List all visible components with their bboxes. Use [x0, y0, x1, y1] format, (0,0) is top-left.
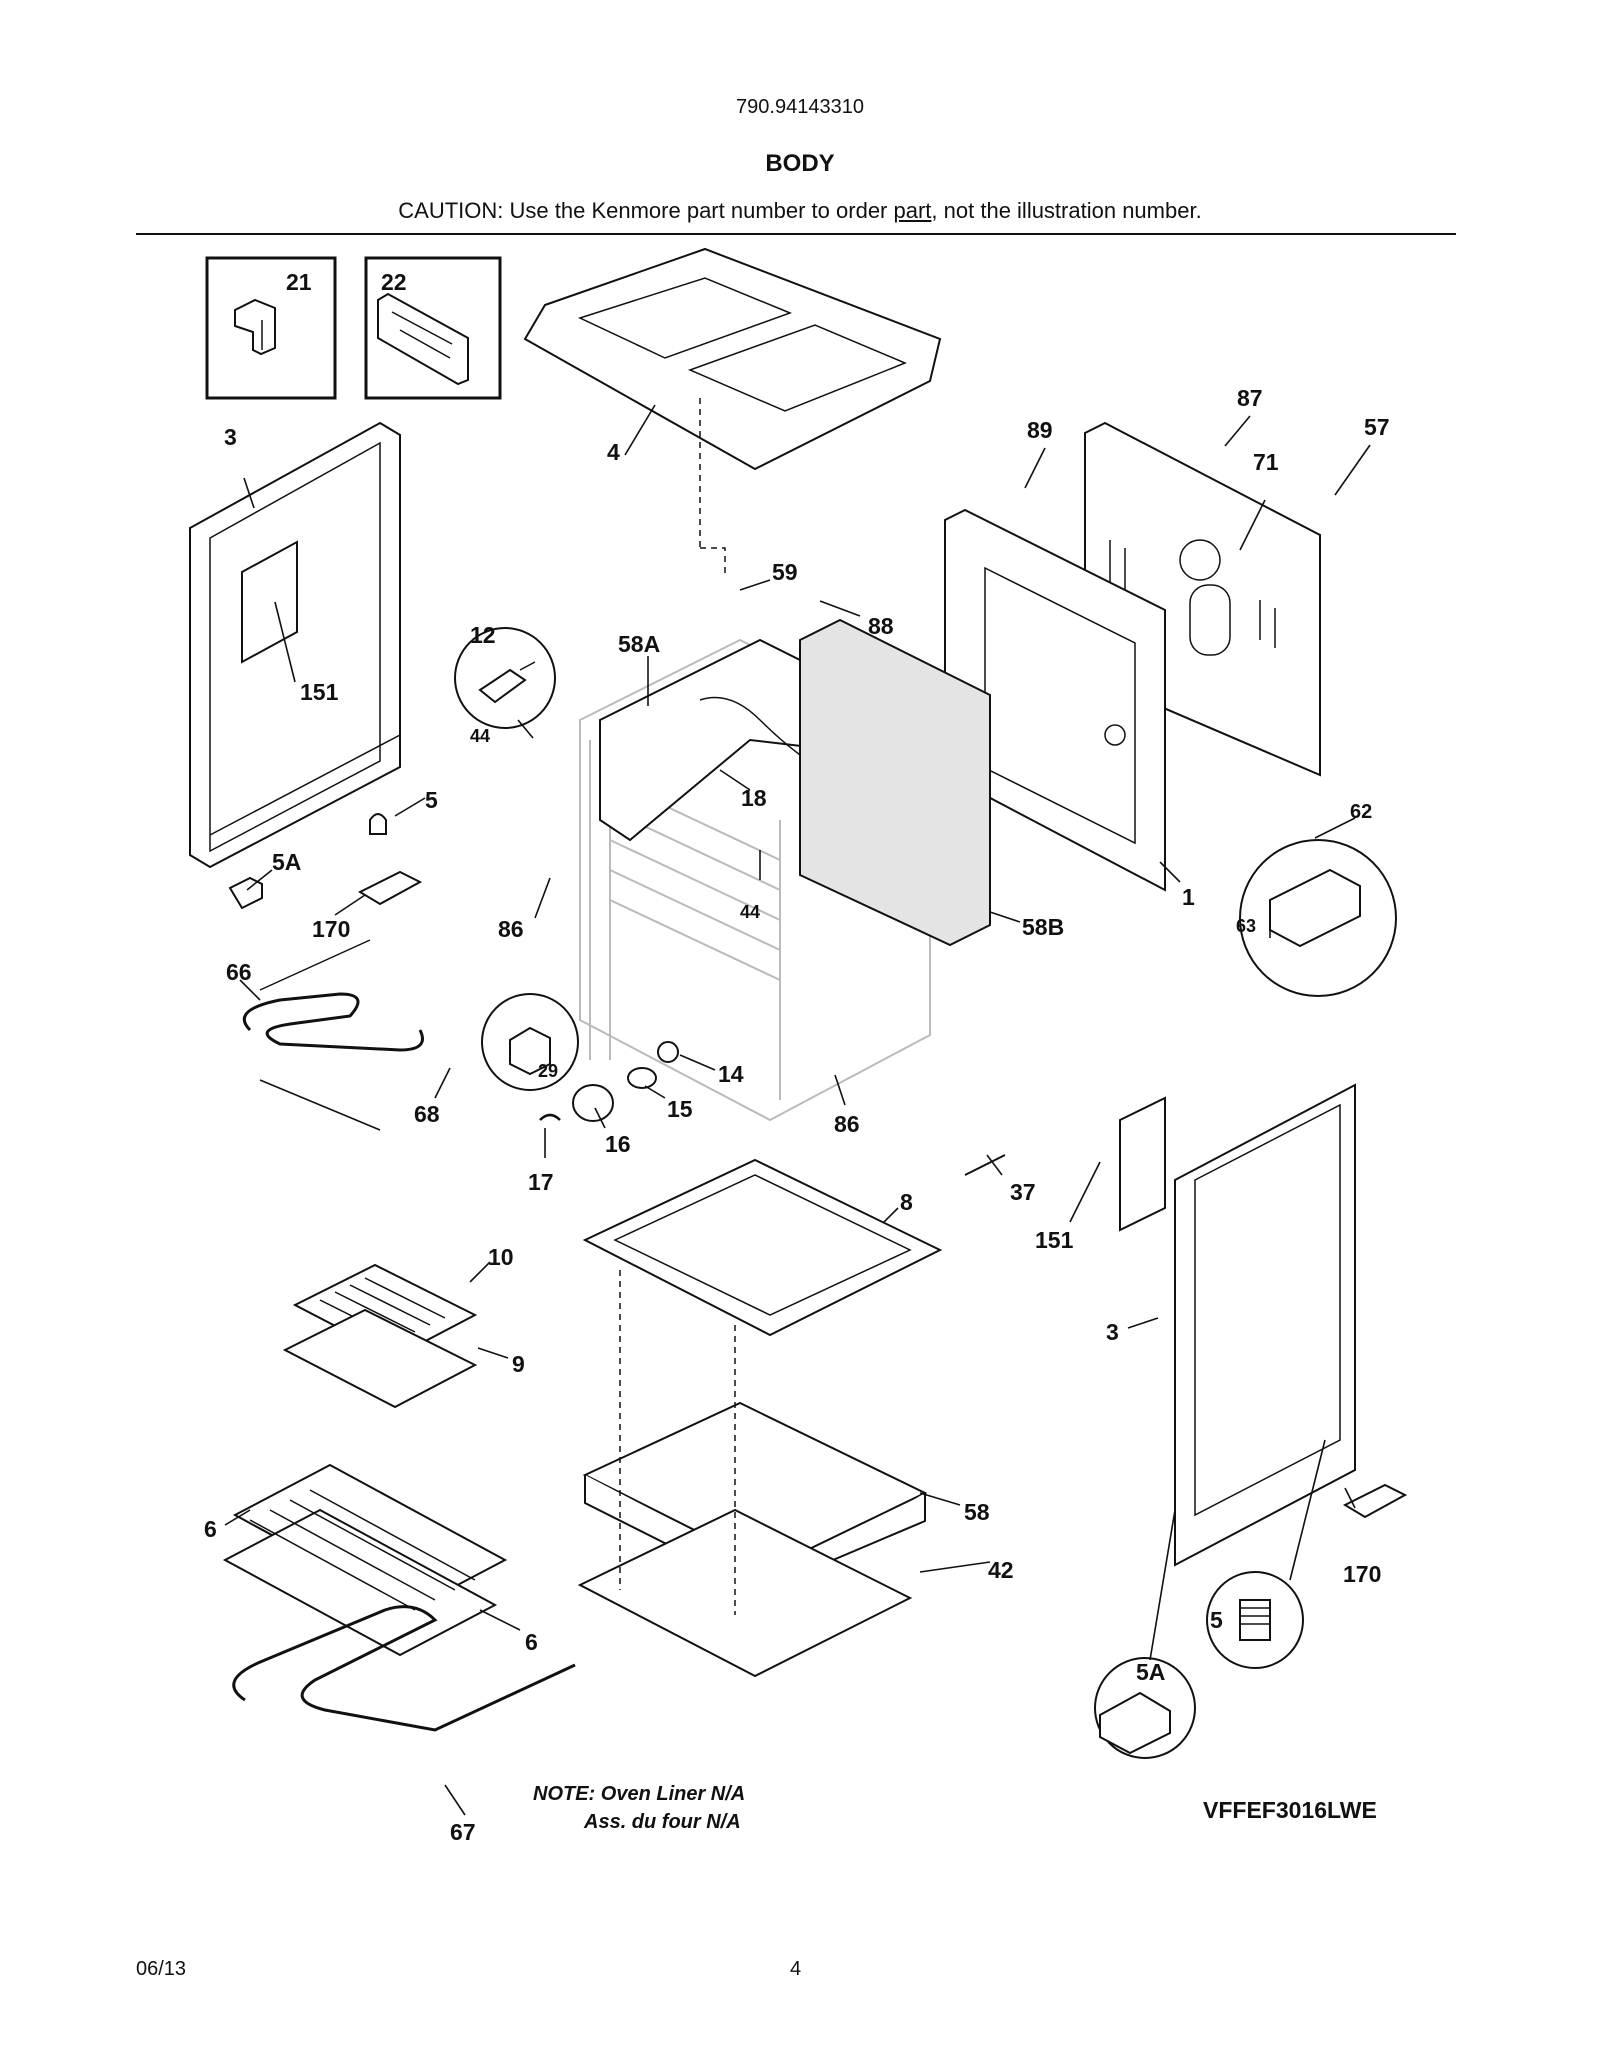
part-14-socket: [657, 1041, 679, 1063]
callout-18: 18: [741, 785, 767, 811]
callout-170-top: 170: [312, 916, 350, 942]
inset-21: [205, 256, 337, 400]
callout-42: 42: [988, 1557, 1014, 1583]
part-5-leveler-top: [369, 813, 387, 835]
model-code: VFFEF3016LWE: [1203, 1797, 1377, 1823]
part-5-leveler-detail: [1206, 1571, 1304, 1669]
part-3-right-side-panel: [1174, 1083, 1356, 1567]
callout-5-top: 5: [425, 787, 438, 813]
callout-5-bottom: 5: [1210, 1607, 1223, 1633]
inset-22: [364, 256, 502, 400]
part-63-detail: [1239, 839, 1397, 997]
callout-62: 62: [1350, 801, 1372, 823]
callout-44-mid: 44: [740, 902, 760, 922]
part-5A-bracket-top: [228, 876, 263, 910]
callout-15: 15: [667, 1096, 693, 1122]
note-line-1: NOTE: Oven Liner N/A: [533, 1783, 745, 1805]
callout-17: 17: [528, 1169, 554, 1195]
part-170-bracket-top: [357, 870, 423, 906]
part-151-bracket-bottom: [1119, 1096, 1166, 1232]
part-4-top-panel: [523, 247, 942, 578]
part-37-wire: [964, 1154, 1006, 1176]
callout-86-left: 86: [498, 916, 524, 942]
callout-6-bottom: 6: [525, 1629, 538, 1655]
oven-liner-outline: [579, 638, 931, 1122]
callout-151-bottom: 151: [1035, 1227, 1074, 1253]
callout-4: 4: [607, 439, 620, 465]
leader-lines: [224, 404, 1371, 1816]
callout-71: 71: [1253, 449, 1279, 475]
assembly-guides: [619, 1270, 736, 1615]
callout-151-top: 151: [300, 679, 339, 705]
callout-58A: 58A: [618, 631, 660, 657]
callout-44-top: 44: [470, 726, 490, 746]
callout-6-left: 6: [204, 1516, 217, 1542]
callout-87: 87: [1237, 385, 1263, 411]
part-66-broil-element: [242, 939, 424, 1052]
callout-14: 14: [718, 1061, 744, 1087]
caution-text: CAUTION: Use the Kenmore part number to …: [0, 198, 1600, 224]
callout-37: 37: [1010, 1179, 1036, 1205]
callout-67: 67: [450, 1819, 476, 1845]
callout-170-bottom: 170: [1343, 1561, 1381, 1587]
callout-88: 88: [868, 613, 894, 639]
callout-68: 68: [414, 1101, 440, 1127]
part-6-racks: [222, 1463, 508, 1657]
callout-22: 22: [381, 269, 407, 295]
callout-16: 16: [605, 1131, 631, 1157]
callout-12: 12: [470, 622, 496, 648]
callout-29: 29: [538, 1061, 558, 1081]
footer-page-number: 4: [790, 1958, 802, 1980]
section-title: BODY: [765, 150, 835, 177]
part-29-detail: [481, 993, 579, 1091]
part-68-wire: [259, 1079, 381, 1131]
part-8-bottom-panel: [582, 1158, 943, 1337]
callout-58: 58: [964, 1499, 990, 1525]
note-line-2: Ass. du four N/A: [583, 1811, 741, 1833]
callout-63: 63: [1236, 916, 1256, 936]
part-58B-insulation: [799, 618, 991, 947]
part-1-back-wall: [944, 508, 1166, 892]
part-16-lens: [572, 1084, 614, 1122]
callout-1: 1: [1182, 884, 1195, 910]
part-9-broiler-pan: [282, 1308, 478, 1409]
callout-8: 8: [900, 1189, 913, 1215]
part-15-bulb: [627, 1067, 657, 1089]
part-170-bracket-bottom: [1342, 1483, 1408, 1519]
callout-3-top: 3: [224, 424, 237, 450]
callout-5A-top: 5A: [272, 849, 301, 875]
footer-date: 06/13: [136, 1958, 187, 1980]
caution-suffix: , not the illustration number.: [931, 198, 1202, 223]
part-3-left-side-panel: [189, 421, 401, 869]
callout-21: 21: [286, 269, 312, 295]
callout-10: 10: [488, 1244, 514, 1270]
part-12-detail: [454, 627, 556, 729]
callout-5A-bottom: 5A: [1136, 1659, 1165, 1685]
caution-part-word: part: [893, 198, 932, 223]
part-5A-bracket-detail: [1094, 1657, 1196, 1759]
callout-9: 9: [512, 1351, 525, 1377]
header-rule: [136, 233, 1456, 235]
caution-prefix: CAUTION: Use the Kenmore part number to …: [398, 198, 894, 223]
callout-57: 57: [1364, 414, 1390, 440]
part-67-bake-element: [232, 1605, 576, 1732]
callout-86-right: 86: [834, 1111, 860, 1137]
callout-58B: 58B: [1022, 914, 1064, 940]
callout-3-bottom: 3: [1106, 1319, 1119, 1345]
callout-66: 66: [226, 959, 252, 985]
part-42-drawer-bottom: [577, 1508, 913, 1678]
callout-89: 89: [1027, 417, 1053, 443]
part-17-clip: [539, 1113, 561, 1121]
callout-59: 59: [772, 559, 798, 585]
model-number: 790.94143310: [736, 96, 864, 118]
